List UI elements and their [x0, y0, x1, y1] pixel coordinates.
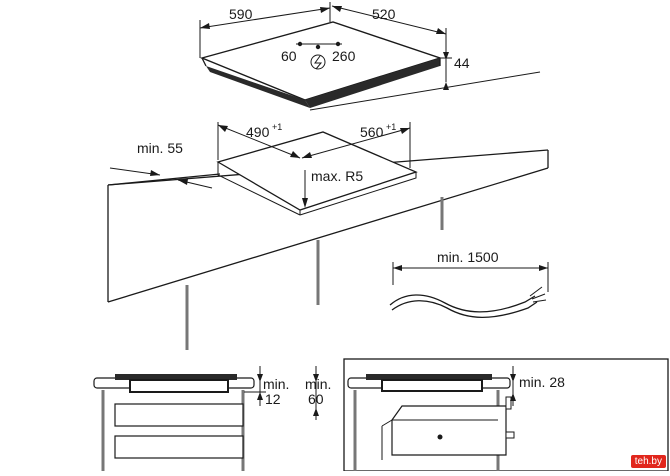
cable-length-label: min. 1500 — [437, 249, 499, 265]
corner-radius-label: max. R5 — [311, 168, 363, 184]
install-left-drawing — [93, 366, 319, 471]
connection-x-label: 60 — [281, 48, 297, 64]
hob-depth-label: 520 — [372, 6, 396, 22]
hob-width-label: 590 — [229, 6, 253, 22]
hob-drawing — [199, 2, 541, 111]
install-right-drawing — [343, 358, 669, 472]
clearance-value-label: 60 — [308, 391, 324, 407]
top-gap-label: min. 28 — [519, 374, 565, 390]
clearance-min-label: min. — [305, 376, 331, 392]
hob-height-label: 44 — [454, 55, 470, 71]
gap-min-label: min. — [263, 376, 289, 392]
cutout-width-tolerance: +1 — [272, 122, 282, 132]
cable-drawing — [389, 262, 549, 319]
worktop-drawing — [107, 122, 549, 350]
gap-value-label: 12 — [265, 391, 281, 407]
connection-y-label: 260 — [332, 48, 356, 64]
edge-distance-label: min. 55 — [137, 140, 183, 156]
site-watermark: teh.by — [630, 455, 666, 468]
cutout-depth-label: 560 — [360, 124, 384, 140]
cutout-depth-tolerance: +1 — [386, 122, 396, 132]
cutout-width-label: 490 — [246, 124, 270, 140]
